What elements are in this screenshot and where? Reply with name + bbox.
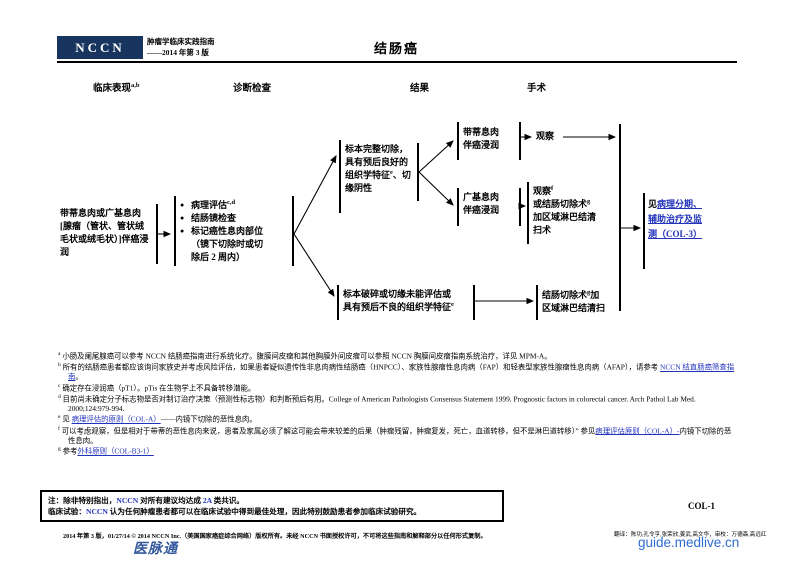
note-line-1: 注：除非特别指出，NCCN 对所有建议均达成 2A 类共识。 (48, 496, 244, 505)
footnote-b: b 所有的结肠癌患者都应该询问家族史并考虑风险评估，如果患者疑似遗传性非息肉病性… (58, 361, 738, 382)
see-prefix: 见 (648, 199, 658, 209)
footnote-f: f 可以考虑观察，但是相对于带蒂的恶性息肉来说，患者及家属必须了解这可能会带来较… (58, 425, 738, 446)
footnote-text: 。 (75, 372, 83, 382)
note-line-2: 临床试验：NCCN 认为任何肿瘤患者都可以在临床试验中得到最佳处理，因此特别鼓励… (48, 507, 422, 516)
footnote-marker: d (58, 393, 61, 400)
flow-bar (339, 140, 341, 213)
footnote-marker: c (58, 382, 61, 389)
footnote-text: 目前尚未确定分子标志物是否对制订治疗决策（预测性标志物）和判断预后有用。Coll… (62, 394, 696, 413)
column-header-workup: 诊断检查 (233, 84, 272, 94)
column-label: 临床表现 (93, 84, 132, 94)
node-colectomy: 结肠切除术g加区域淋巴结清扫 (542, 289, 606, 313)
flow-line: 观察f (533, 185, 554, 196)
medlive-site-link[interactable]: guide.medlive.cn (638, 535, 740, 550)
flow-bar (457, 188, 459, 226)
flow-bar (473, 285, 475, 320)
node-complete-excision: 标本完整切除，具有预后良好的组织学特征e、切缘阴性 (345, 144, 411, 193)
bullet-icon: ● (180, 201, 185, 209)
node-workup-list: ●病理评估c,d ●结肠镜检查 ●标记癌性息肉部位（镜下切除时或切除后 2 周内） (180, 199, 290, 264)
footnote-text: 确定存在浸润癌（pT1）。pTis 在生物学上不具备转移潜能。 (62, 383, 256, 393)
flow-bar (174, 196, 176, 266)
footnote-link[interactable]: 病理评估的原则（COL-A） (71, 414, 161, 424)
footnote-g: g 参考外科原则（COL-B3-1） (58, 445, 738, 456)
flow-bar (643, 193, 645, 269)
column-header-findings: 结果 (410, 84, 430, 94)
flow-bar (527, 182, 529, 244)
medlive-logo: 医脉通 (133, 542, 178, 557)
bullet-icon: ● (180, 227, 185, 235)
footer-copyright: 2014 年第 3 版，01/27/14 © 2014 NCCN Inc.（美国… (63, 533, 487, 540)
node-observe: 观察 (536, 131, 555, 141)
column-sup: a,b (131, 81, 140, 89)
footnote-a: a 小肠及阑尾腺癌可以参考 NCCN 结肠癌指南进行系统化疗。腹膜间皮瘤和其他胸… (58, 350, 738, 361)
workup-item: ●病理评估c,d (180, 199, 236, 210)
footnote-marker: b (58, 362, 61, 369)
footnote-text: ——内镜下切除的恶性息肉。 (160, 414, 257, 424)
footnote-text: 可以考虑观察，但是相对于带蒂的恶性息肉来说，患者及家属必须了解这可能会带来较差的… (61, 425, 596, 435)
column-header-presentation: 临床表现a,b (93, 80, 140, 94)
page-number-label: COL-1 (688, 501, 715, 511)
column-header-surgery: 手术 (527, 84, 547, 94)
flow-bar (457, 122, 459, 160)
footnote-text: 小肠及阑尾腺癌可以参考 NCCN 结肠癌指南进行系统化疗。腹膜间皮瘤和其他胸膜外… (62, 351, 552, 361)
footer-credits: 翻译：陈功,孔令亨,张荣欣,姜武,高文华，审校：万德森,高远红 (614, 532, 767, 538)
flow-bar (337, 285, 339, 320)
node-observe-or-colectomy: 观察f 或结肠切除术g 加区域淋巴结清扫术 (533, 185, 599, 237)
flow-line: 加区域淋巴结清扫术 (533, 212, 597, 235)
footnote-link[interactable]: NCCN 结直肠癌筛查指南 (68, 362, 735, 382)
footnote-link[interactable]: 病理评估原则（COL-A）- (595, 425, 680, 435)
footnote-marker: a (58, 351, 61, 357)
footnote-c: c 确定存在浸润癌（pT1）。pTis 在生物学上不具备转移潜能。 (58, 382, 738, 393)
flow-bar (292, 196, 294, 266)
workup-item: ●结肠镜检查 (180, 213, 237, 223)
footnote-marker: e (58, 414, 61, 421)
flow-bar (417, 143, 419, 201)
node-pedunculated-polyp: 带蒂息肉伴癌浸润 (463, 127, 500, 150)
footnote-text: 所有的结肠癌患者都应该询问家族史并考虑风险评估，如果患者疑似遗传性非息肉病性结肠… (62, 362, 661, 372)
footnote-e: e 见 病理评估的原则（COL-A）——内镜下切除的恶性息肉。 (58, 413, 738, 424)
node-see-pathologic-stage: 见病理分期、辅助治疗及监测（COL-3） (648, 197, 708, 242)
flow-line: 或结肠切除术g (533, 198, 591, 209)
page-title: 结肠癌 (373, 41, 419, 56)
workup-item: ●标记癌性息肉部位（镜下切除时或切除后 2 周内） (180, 226, 264, 262)
link-col3[interactable]: 病理分期、辅助治疗及监测（COL-3） (648, 199, 703, 239)
footnote-text: 见 (62, 414, 72, 424)
node-fragmented-specimen: 标本破碎或切缘未能评估或具有预后不良的组织学特征e (343, 289, 454, 312)
flow-bar (519, 122, 521, 160)
nccn-logo-text: NCCN (75, 39, 125, 55)
header-subtitle-1: 肿瘤学临床实践指南 (147, 37, 215, 46)
footnote-text: 参考 (62, 446, 78, 456)
flow-bar (519, 188, 521, 226)
node-clinical-presentation: 带蒂息肉或广基息肉[腺瘤（管状、管状绒毛状或绒毛状）]伴癌浸润 (60, 208, 149, 257)
bullet-icon: ● (180, 214, 185, 222)
footnote-text: 内镜下切除的恶性息肉。 (68, 425, 732, 445)
nccn-logo: NCCN (57, 36, 143, 59)
footnote-marker: f (58, 425, 60, 432)
footnote-d: d 目前尚未确定分子标志物是否对制订治疗决策（预测性标志物）和判断预后有用。Co… (58, 393, 738, 414)
node-sessile-polyp: 广基息肉伴癌浸润 (463, 192, 500, 215)
flow-collector-bar (619, 124, 621, 311)
flow-bar (536, 285, 538, 320)
header-divider (57, 61, 737, 63)
flow-bar (156, 204, 158, 264)
footnote-link[interactable]: 外科原则（COL-B3-1） (77, 446, 154, 456)
footnotes: a 小肠及阑尾腺癌可以参考 NCCN 结肠癌指南进行系统化疗。腹膜间皮瘤和其他胸… (58, 350, 738, 456)
header-subtitle-2: ——2014 年第 3 版 (147, 48, 209, 57)
consensus-note-box: 注：除非特别指出，NCCN 对所有建议均达成 2A 类共识。临床试验：NCCN … (40, 490, 504, 522)
footnote-marker: g (58, 446, 61, 453)
